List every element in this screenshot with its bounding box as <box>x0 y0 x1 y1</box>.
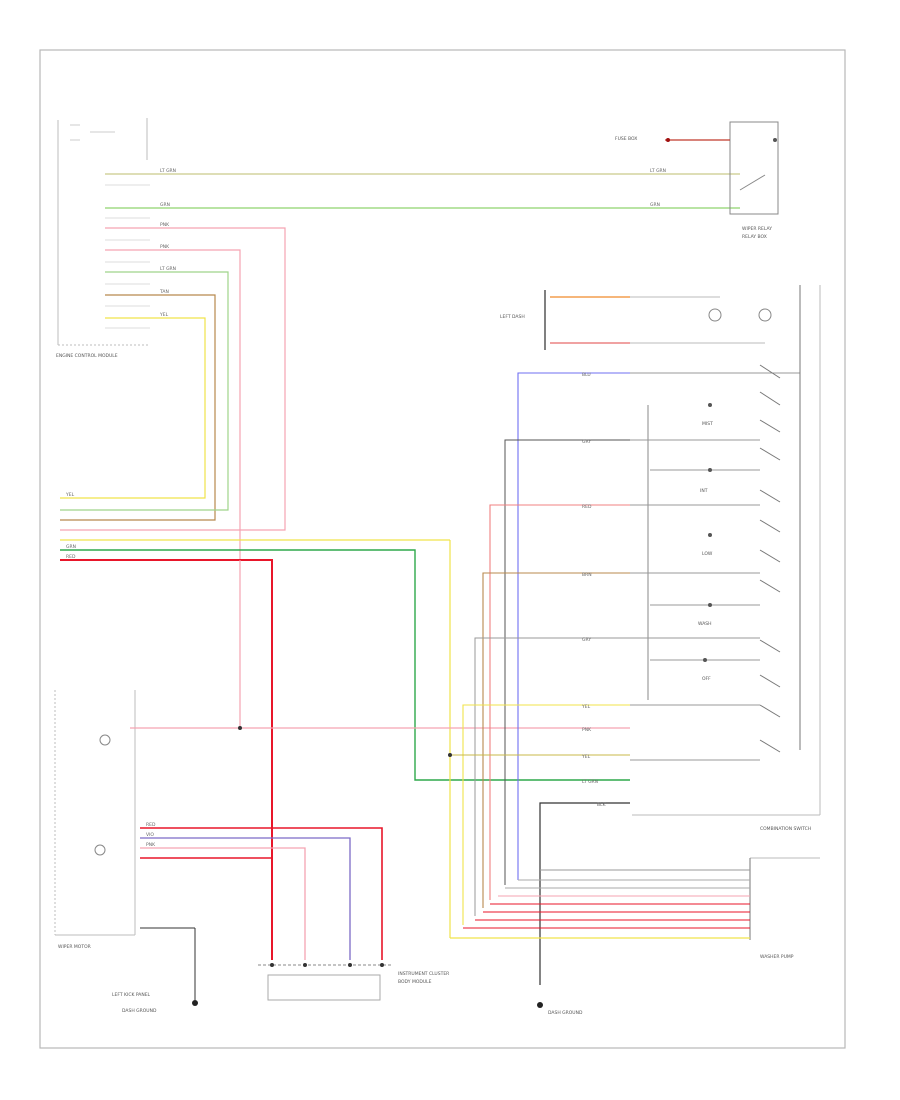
wiper-motor: WIPER MOTOR <box>54 690 136 950</box>
switch-pos-wash: WASH <box>698 621 712 627</box>
ground-label-1: LEFT KICK PANEL <box>112 992 151 998</box>
right-label-gry: GRY <box>582 439 591 445</box>
instrument-cluster-label: INSTRUMENT CLUSTER <box>398 971 449 977</box>
right-label-gry-2: GRY <box>582 637 591 643</box>
left-dash-label: LEFT DASH <box>500 314 525 320</box>
switch-pos-off: OFF <box>702 676 711 682</box>
right-label-yel: YEL <box>581 704 591 710</box>
ground-label-2: DASH GROUND <box>122 1008 157 1014</box>
switch-pos-int: INT <box>700 488 708 494</box>
switch-contacts <box>759 285 801 753</box>
motor-wires: RED VIO PNK <box>140 822 383 1000</box>
left-bundle: YEL GRN RED <box>60 492 630 960</box>
fuse-bulbs: LEFT DASH <box>500 290 772 350</box>
wire-label-ltgrn: LT GRN <box>160 168 176 174</box>
junctions <box>238 726 452 967</box>
wiper-motor-label: WIPER MOTOR <box>58 944 91 950</box>
engine-control-label: ENGINE CONTROL MODULE <box>56 353 118 359</box>
bundle-label-red: RED <box>66 554 76 560</box>
wiper-relay: FUSE BOX WIPER RELAY RELAY BOX <box>615 121 779 240</box>
engine-control-module: ENGINE CONTROL MODULE <box>56 118 150 359</box>
switch-pos-mist: MIST <box>702 421 713 427</box>
dash-ground: LEFT KICK PANEL DASH GROUND <box>112 992 198 1014</box>
right-label-ltgrn: LT GRN <box>582 779 598 785</box>
motor-label-pnk: PNK <box>146 842 156 848</box>
combination-switch: MIST INT LOW WASH OFF COMBINATION SWITCH <box>630 285 821 832</box>
wire-label-pnk-2: PNK <box>160 244 170 250</box>
wiper-relay-label: WIPER RELAY <box>742 226 772 232</box>
bundle-label-grn: GRN <box>66 544 76 550</box>
right-label-brn: BRN <box>582 572 592 578</box>
right-label-yel-2: YEL <box>581 754 591 760</box>
diagram-frame <box>39 49 846 1049</box>
switch-pos-low: LOW <box>702 551 713 557</box>
right-label-blk: BLK <box>597 802 607 808</box>
wire-label-ltgrn-r: LT GRN <box>650 168 666 174</box>
right-label-blu: BLU <box>582 372 591 378</box>
wire-label-grn: GRN <box>160 202 170 208</box>
wire-label-yel: YEL <box>159 312 169 318</box>
ground-right-label: DASH GROUND <box>548 1010 583 1016</box>
motor-label-vio: VIO <box>146 832 154 838</box>
wire-label-ltgrn-2: LT GRN <box>160 266 176 272</box>
wire-label-grn-r: GRN <box>650 202 660 208</box>
motor-label-red: RED <box>146 822 156 828</box>
wire-label-pnk: PNK <box>160 222 170 228</box>
right-label-pnk: PNK <box>582 727 592 733</box>
module-wires: LT GRN GRN PNK PNK LT GRN TAN YEL LT GRN… <box>60 168 740 728</box>
bundle-label-yel: YEL <box>65 492 75 498</box>
right-wires: BLU GRY RED BRN GRY YEL PNK YEL LT GRN B… <box>450 372 630 985</box>
instrument-cluster: INSTRUMENT CLUSTER BODY MODULE <box>258 964 449 1001</box>
body-module-label: BODY MODULE <box>398 979 432 985</box>
relay-box-label: RELAY BOX <box>742 234 767 240</box>
washer-pump-label: WASHER PUMP <box>760 954 794 960</box>
wire-label-tan: TAN <box>159 289 169 295</box>
combination-switch-label: COMBINATION SWITCH <box>760 826 811 832</box>
fuse-box-label: FUSE BOX <box>615 136 637 142</box>
washer-module: WASHER PUMP DASH GROUND <box>449 755 820 1016</box>
right-label-red: RED <box>582 504 592 510</box>
